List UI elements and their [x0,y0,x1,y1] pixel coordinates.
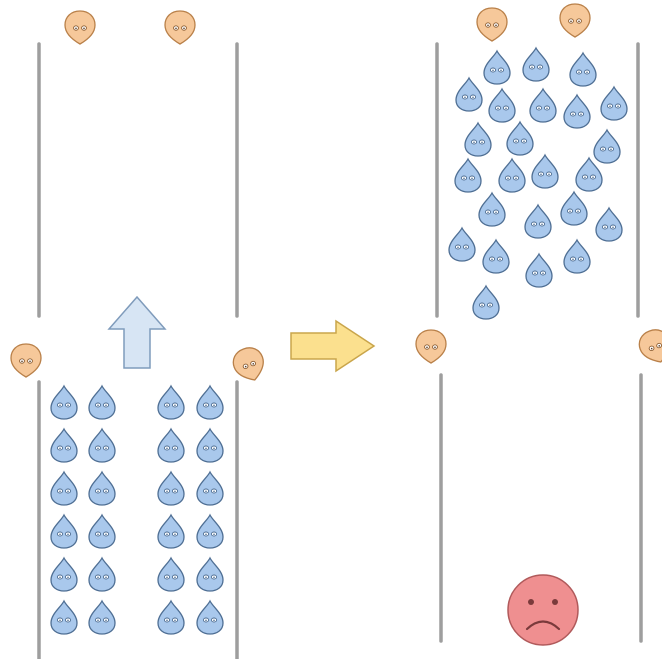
up-arrow-icon [107,295,167,369]
water-drop-face-icon [196,385,224,420]
water-drop-face-icon [157,428,185,463]
water-drop-face-icon [595,207,623,242]
water-drop-face-icon [88,471,116,506]
water-drop-face-icon [50,557,78,592]
water-drop-face-icon [88,514,116,549]
water-drop-face-icon [88,600,116,635]
water-drop-face-icon [498,158,526,193]
water-drop-face-icon [50,428,78,463]
water-drop-face-icon [88,557,116,592]
water-drop-face-icon [524,204,552,239]
water-drop-face-icon [593,129,621,164]
water-drop-face-icon [196,600,224,635]
water-drop-face-icon [488,88,516,123]
water-drop-face-icon [506,121,534,156]
water-drop-face-icon [50,514,78,549]
guard-icon [164,10,196,45]
guard-icon [476,7,508,42]
left-panel [10,10,270,659]
water-drop-face-icon [196,514,224,549]
sad-face-icon [507,574,579,646]
water-drop-face-icon [525,253,553,288]
drop-formation [50,385,224,635]
guard-icon [634,325,662,368]
water-drop-face-icon [157,385,185,420]
water-drop-face-icon [196,557,224,592]
water-drop-face-icon [482,239,510,274]
water-drop-face-icon [157,557,185,592]
water-drop-face-icon [483,50,511,85]
water-drop-face-icon [50,600,78,635]
guard-icon [415,329,447,364]
water-drop-face-icon [522,47,550,82]
water-drop-face-icon [575,157,603,192]
guard-icon [64,10,96,45]
water-drop-face-icon [196,471,224,506]
water-drop-face-icon [88,428,116,463]
water-drop-face-icon [448,227,476,262]
water-drop-face-icon [563,94,591,129]
guard-icon [10,343,42,378]
scattered-drops [448,47,628,320]
water-drop-face-icon [529,88,557,123]
water-drop-face-icon [50,385,78,420]
right-arrow-icon [290,319,376,373]
water-drop-face-icon [157,514,185,549]
water-drop-face-icon [157,600,185,635]
water-drop-face-icon [478,192,506,227]
guard-icon [228,343,270,386]
water-drop-face-icon [455,77,483,112]
water-drop-face-icon [88,385,116,420]
water-drop-face-icon [560,191,588,226]
water-drop-face-icon [157,471,185,506]
water-drop-face-icon [600,86,628,121]
guard-icon [559,3,591,38]
water-drop-face-icon [464,122,492,157]
water-drop-face-icon [196,428,224,463]
water-drop-face-icon [50,471,78,506]
water-drop-face-icon [569,52,597,87]
water-drop-face-icon [454,158,482,193]
right-panel [415,3,662,646]
water-drop-face-icon [472,285,500,320]
water-drop-face-icon [563,239,591,274]
water-drop-face-icon [531,154,559,189]
